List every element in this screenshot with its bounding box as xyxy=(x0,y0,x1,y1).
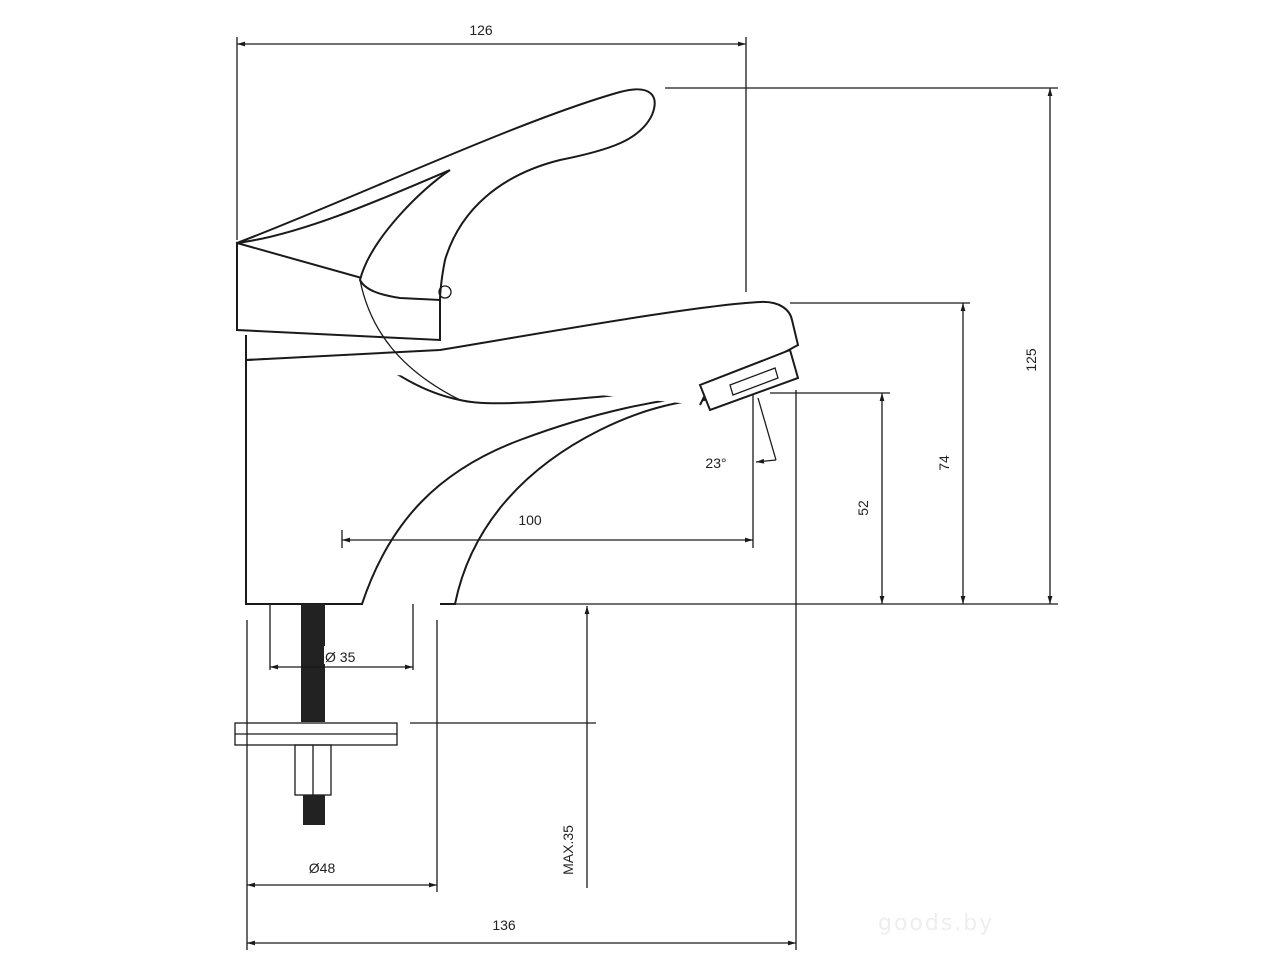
faucet-body xyxy=(245,300,800,605)
dim-diameter-35: Ø 35 xyxy=(325,649,356,665)
dim-136: 136 xyxy=(492,917,516,933)
dim-23-degrees: 23° xyxy=(705,455,726,471)
dim-52: 52 xyxy=(855,500,871,516)
dim-125: 125 xyxy=(1023,348,1039,372)
dimensions: 126 125 74 52 100 23° Ø 35 MA xyxy=(236,22,1058,950)
mounting-hardware xyxy=(234,604,398,825)
lever-handle xyxy=(236,88,656,401)
dim-max-35: MAX.35 xyxy=(560,825,576,875)
watermark: goods.by xyxy=(878,911,994,936)
dim-74: 74 xyxy=(936,455,952,471)
dim-126: 126 xyxy=(469,22,493,38)
dim-100: 100 xyxy=(518,512,542,528)
dim-diameter-48: Ø48 xyxy=(309,860,336,876)
